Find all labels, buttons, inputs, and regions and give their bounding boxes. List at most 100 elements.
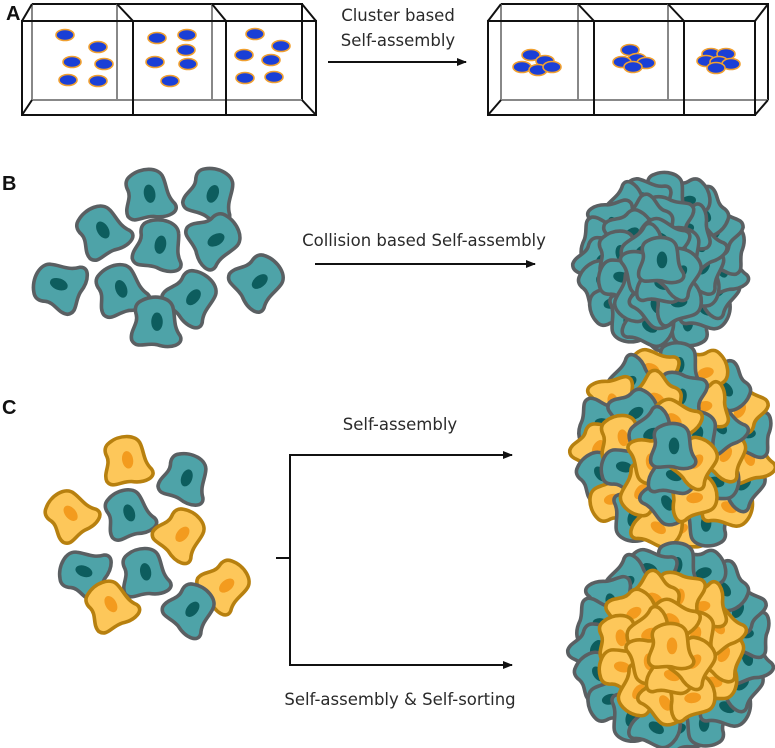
sorted-cell-yellow-nucleus [684,692,702,704]
scattered-cells-c [43,434,251,641]
cell-teal [103,487,159,542]
particle-dispersed [55,28,75,42]
well-front-frame-right [487,20,756,116]
particle-dispersed [178,57,198,71]
cell-teal [129,295,183,349]
cell-yellow-nucleus [219,578,235,593]
sorted-cell-yellow-nucleus [615,629,627,647]
panel-a-caption-line1: Cluster based [341,6,455,25]
particle-dispersed [261,53,281,67]
cell-yellow-nucleus [104,595,118,613]
sorted-cell-yellow-nucleus [613,661,631,673]
cell-teal-nucleus [206,184,220,203]
mixed-cell-yellow-nucleus [617,429,629,447]
particle-dispersed [245,27,265,41]
particle-clustered [623,60,643,74]
panel-c-label: C [2,397,16,419]
well-front-dividers-left [132,21,227,115]
cell-teal [124,167,178,222]
panel-c-branch-lines [276,454,510,666]
cell-teal [160,582,216,641]
mixed-cell-yellow-nucleus [686,492,704,504]
well-front-dividers-right [593,21,685,115]
cell-teal-nucleus [49,277,68,291]
mixed-cell-yellow-nucleus [697,367,714,379]
panel-a: A Cluster based Self-assembly [6,3,769,116]
particle-dispersed [176,43,196,57]
cell-yellow-nucleus [63,505,78,521]
particle-dispersed [88,74,108,88]
particle-dispersed [58,73,78,87]
panel-b-label: B [2,173,16,195]
particle-clustered [706,61,726,75]
mixed-cell-teal-nucleus [668,437,680,455]
cell-teal-nucleus [154,235,167,254]
cell-yellow [84,579,142,635]
cell-teal [130,218,183,274]
panel-a-caption-line2: Self-assembly [341,31,456,50]
panel-b: B Collision based Self-assembly [2,166,751,353]
particle-dispersed [94,57,114,71]
cell-teal-nucleus [185,601,200,617]
cell-teal-nucleus [180,469,193,487]
sorted-cell-teal-nucleus [648,721,664,735]
cell-teal [160,268,218,330]
panel-c-caption-top: Self-assembly [343,415,458,434]
particle-dispersed [264,70,284,84]
particle-dispersed [234,48,254,62]
scattered-cells-b [31,166,285,349]
cell-teal [226,253,285,314]
particle-clustered [542,60,562,74]
mixed-cell-teal-nucleus [661,495,674,511]
particle-clustered [521,48,541,62]
particle-dispersed [271,39,291,53]
particle-dispersed [147,31,167,45]
wells-before [21,3,317,116]
cell-teal [121,546,173,599]
cell-aggregate-b [570,170,751,353]
wells-after [487,3,769,116]
particle-dispersed [160,74,180,88]
sorted-cell-yellow [646,621,696,671]
mixed-cell-teal-nucleus [615,461,633,473]
cell-teal [31,262,90,317]
cell-teal-nucleus [139,563,152,581]
cell-teal-nucleus [75,565,93,578]
panel-a-label: A [6,3,20,25]
cell-teal [180,166,235,225]
cell-yellow-nucleus [175,526,190,542]
cell-teal [156,451,208,507]
cell-teal-nucleus [143,184,156,203]
mixed-cell-yellow-nucleus [650,521,666,535]
mixed-cell-teal [648,421,698,471]
cell-teal-nucleus [151,312,163,331]
cell-teal-nucleus [207,233,225,247]
cell-yellow [150,507,206,566]
particles-after [512,43,741,77]
aggregate-cell-teal [636,235,686,285]
cell-teal-nucleus [186,289,201,306]
cell-teal-nucleus [114,279,128,298]
sorted-cell-yellow-nucleus [666,637,678,655]
cell-teal [75,204,135,262]
cell-teal-nucleus [123,504,136,522]
cell-teal [184,212,242,272]
sorted-cell-yellow-nucleus [659,695,672,711]
well-front-frame-left [21,20,317,116]
particle-dispersed [88,40,108,54]
particle-dispersed [145,55,165,69]
sorted-aggregate [565,541,775,748]
cell-teal-nucleus [251,274,268,289]
well-depth-lines-left [21,3,317,116]
particle-dispersed [177,28,197,42]
particles-before [55,27,291,88]
panel-b-caption: Collision based Self-assembly [302,231,546,250]
aggregate-cell-teal-nucleus [656,251,668,269]
cell-teal-nucleus [96,221,110,239]
well-depth-lines-right [487,3,769,116]
mixed-aggregate [567,341,775,554]
panel-c-caption-bottom: Self-assembly & Self-sorting [284,690,515,709]
particle-dispersed [235,71,255,85]
cell-yellow [103,434,155,487]
